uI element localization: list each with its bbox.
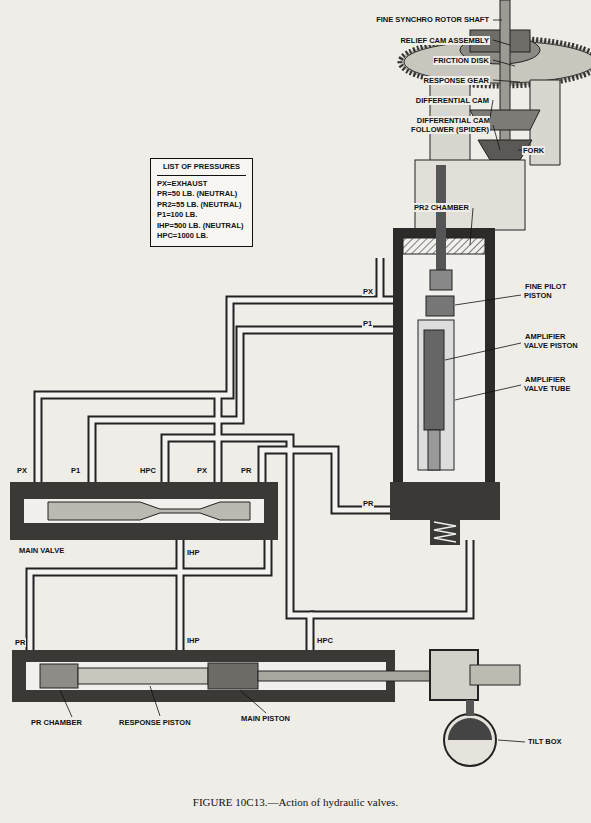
- label-text: AMPLIFIER VALVE TUBE: [524, 375, 571, 393]
- label-text: RESPONSE PISTON: [118, 718, 192, 727]
- pressure-entry: HPC=1000 LB.: [157, 231, 246, 242]
- label-text: RELIEF CAM ASSEMBLY: [399, 36, 490, 45]
- label-text: DIFFERENTIAL CAM FOLLOWER (SPIDER): [411, 116, 490, 134]
- part-label: DIFFERENTIAL CAM FOLLOWER (SPIDER): [380, 116, 490, 134]
- pressure-entry: P1=100 LB.: [157, 210, 246, 221]
- part-label: RESPONSE PISTON: [118, 718, 198, 727]
- label-text: PR: [240, 466, 252, 475]
- label-text: FORK: [522, 146, 545, 155]
- label-text: FINE PILOT PISTON: [524, 282, 566, 300]
- part-label: P1: [362, 319, 382, 328]
- label-text: TILT BOX: [527, 737, 563, 746]
- part-label: AMPLIFIER VALVE PISTON: [524, 332, 586, 350]
- label-text: RESPONSE GEAR: [423, 76, 490, 85]
- part-label: PX: [196, 466, 216, 475]
- part-label: RELIEF CAM ASSEMBLY: [300, 36, 490, 45]
- part-label: FORK: [522, 146, 572, 155]
- pressure-list-box: LIST OF PRESSURES PX=EXHAUSTPR=50 LB. (NE…: [150, 158, 253, 247]
- label-text: PX: [16, 466, 28, 475]
- part-label: P1: [70, 466, 90, 475]
- part-label: MAIN VALVE: [18, 546, 88, 555]
- label-text: PX: [196, 466, 208, 475]
- label-text: PX: [362, 287, 374, 296]
- leader-lines: [60, 20, 528, 742]
- label-text: HPC: [139, 466, 157, 475]
- label-text: DIFFERENTIAL CAM: [415, 96, 490, 105]
- label-text: AMPLIFIER VALVE PISTON: [524, 332, 579, 350]
- part-label: FINE PILOT PISTON: [524, 282, 584, 300]
- part-label: AMPLIFIER VALVE TUBE: [524, 375, 586, 393]
- main-valve: [10, 482, 278, 540]
- part-label: FINE SYNCHRO ROTOR SHAFT: [300, 15, 490, 24]
- part-label: PR: [362, 499, 382, 508]
- list-heading: LIST OF PRESSURES: [157, 162, 246, 176]
- main-cylinder: [12, 650, 438, 702]
- amplifier-housing: [390, 165, 500, 545]
- part-label: PX: [362, 287, 382, 296]
- pressure-entry: PR=50 LB. (NEUTRAL): [157, 189, 246, 200]
- part-label: RESPONSE GEAR: [300, 76, 490, 85]
- label-text: PR: [14, 638, 26, 647]
- label-text: PR: [362, 499, 374, 508]
- part-label: HPC: [139, 466, 163, 475]
- part-label: IHP: [186, 636, 216, 645]
- label-text: HPC: [316, 636, 334, 645]
- part-label: PX: [16, 466, 36, 475]
- pressure-entry: IHP=500 LB. (NEUTRAL): [157, 221, 246, 232]
- part-label: DIFFERENTIAL CAM: [300, 96, 490, 105]
- label-text: P1: [362, 319, 373, 328]
- label-text: PR2 CHAMBER: [413, 203, 470, 212]
- pressure-entry: PX=EXHAUST: [157, 179, 246, 190]
- part-label: HPC: [316, 636, 346, 645]
- part-label: PR2 CHAMBER: [380, 203, 470, 212]
- part-label: MAIN PISTON: [240, 714, 310, 723]
- gear-assembly: [400, 0, 591, 230]
- label-text: IHP: [186, 636, 201, 645]
- label-text: P1: [70, 466, 81, 475]
- label-text: FRICTION DISK: [433, 56, 490, 65]
- part-label: TILT BOX: [527, 737, 582, 746]
- label-text: MAIN VALVE: [18, 546, 65, 555]
- label-text: MAIN PISTON: [240, 714, 291, 723]
- part-label: IHP: [186, 548, 216, 557]
- label-text: FINE SYNCHRO ROTOR SHAFT: [375, 15, 490, 24]
- part-label: PR CHAMBER: [30, 718, 100, 727]
- pressure-entry: PR2=55 LB. (NEUTRAL): [157, 200, 246, 211]
- figure-caption: FIGURE 10C13.—Action of hydraulic valves…: [0, 796, 591, 808]
- label-text: PR CHAMBER: [30, 718, 83, 727]
- tilt-box: [430, 650, 520, 766]
- part-label: PR: [240, 466, 260, 475]
- label-text: IHP: [186, 548, 201, 557]
- part-label: FRICTION DISK: [300, 56, 490, 65]
- part-label: PR: [14, 638, 34, 647]
